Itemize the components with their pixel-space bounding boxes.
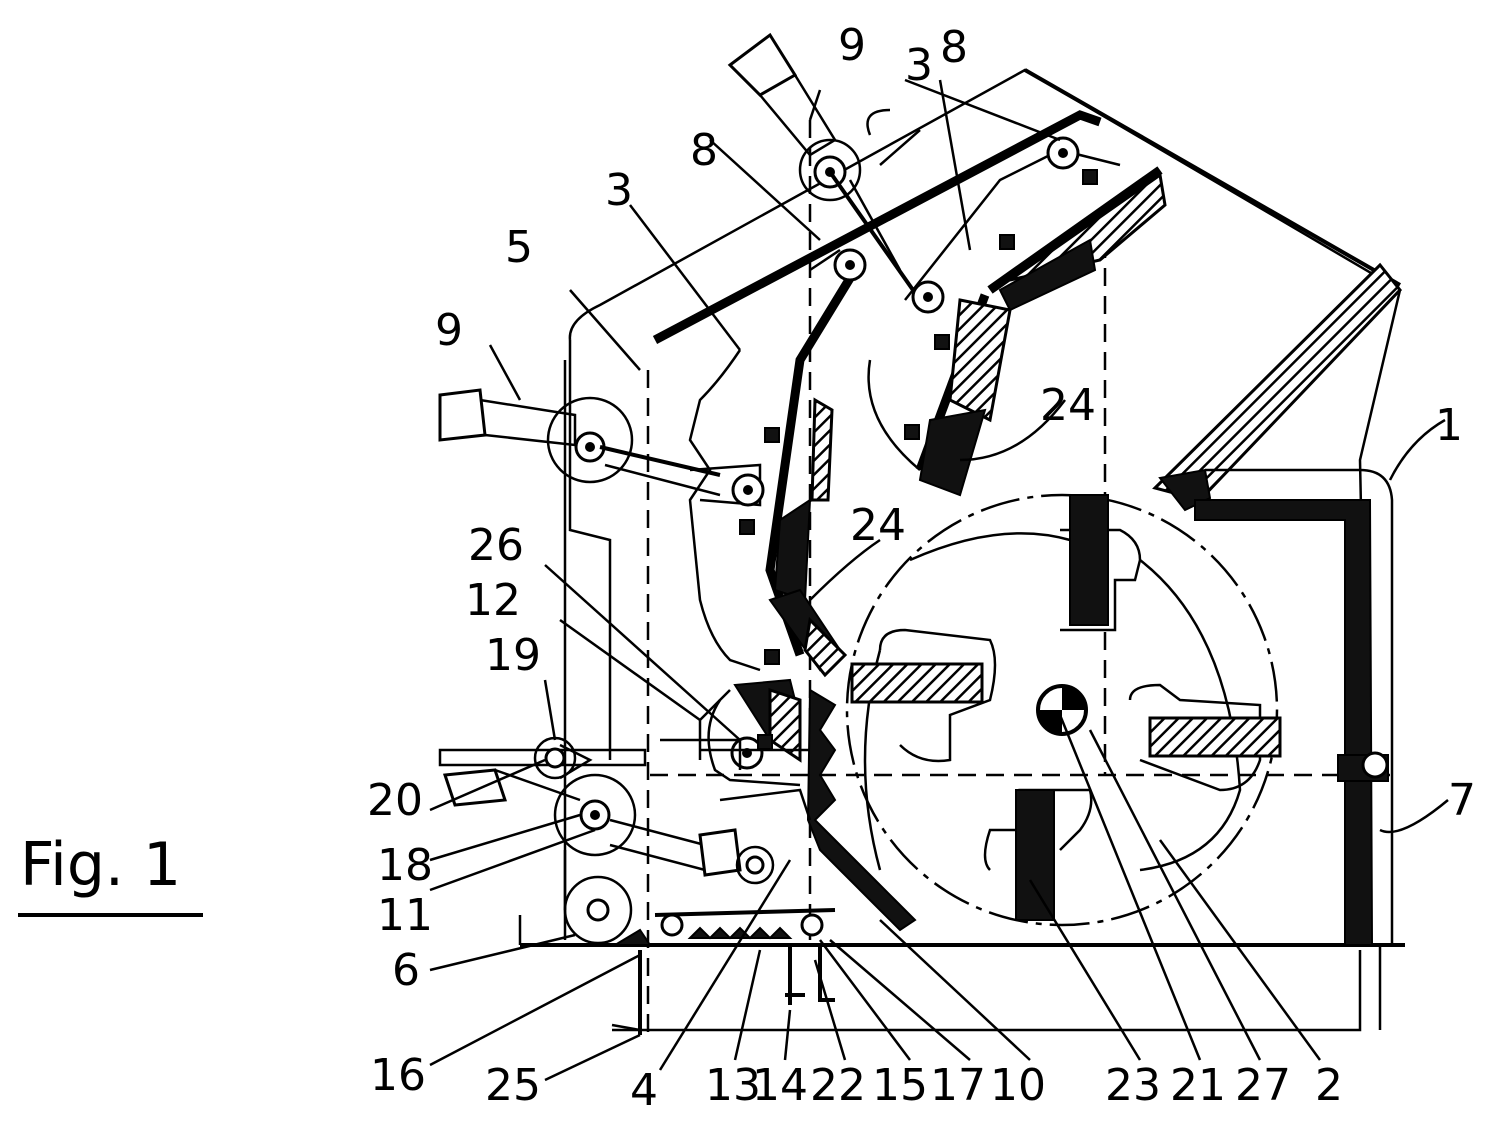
rotor [847, 495, 1280, 925]
blow-bar [852, 664, 982, 702]
label-16: 16 [370, 1050, 426, 1101]
label-18: 18 [377, 840, 433, 891]
figure-caption: Fig. 1 [18, 830, 203, 915]
blow-bar [1016, 790, 1054, 920]
left-adjuster [440, 390, 763, 505]
label-24-upper: 24 [1040, 380, 1096, 431]
label-1: 1 [1435, 400, 1463, 451]
label-3-left: 3 [605, 165, 633, 216]
figure-title: Fig. 1 [20, 830, 181, 900]
lower-impact-apron [690, 250, 865, 675]
label-17: 17 [930, 1060, 986, 1111]
housing [520, 70, 1405, 1040]
label-12: 12 [465, 575, 521, 626]
label-11: 11 [377, 890, 433, 941]
right-wall [1155, 265, 1400, 945]
label-10: 10 [990, 1060, 1046, 1111]
label-9-top: 9 [838, 20, 866, 71]
label-8-top: 8 [940, 22, 968, 73]
label-9-left: 9 [435, 305, 463, 356]
label-25: 25 [485, 1060, 541, 1111]
label-2: 2 [1315, 1060, 1343, 1111]
grinding-plate [700, 680, 915, 930]
label-22: 22 [810, 1060, 866, 1111]
label-6: 6 [392, 945, 420, 996]
label-23: 23 [1105, 1060, 1161, 1111]
label-19: 19 [485, 630, 541, 681]
reference-numerals: 1 2 3 3 4 5 6 7 8 8 9 9 10 11 12 13 14 1… [367, 20, 1476, 1116]
label-27: 27 [1235, 1060, 1291, 1111]
label-7: 7 [1448, 775, 1476, 826]
label-21: 21 [1170, 1060, 1226, 1111]
label-8-left: 8 [690, 125, 718, 176]
label-5: 5 [505, 222, 533, 273]
label-24-lower: 24 [850, 500, 906, 551]
label-14: 14 [752, 1060, 808, 1111]
label-15: 15 [872, 1060, 928, 1111]
upper-impact-apron [869, 138, 1165, 495]
label-4: 4 [630, 1065, 658, 1116]
label-26: 26 [468, 520, 524, 571]
blow-bar [1070, 495, 1108, 625]
label-3-top: 3 [905, 40, 933, 91]
label-20: 20 [367, 775, 423, 826]
blow-bar [1150, 718, 1280, 756]
bottom-grate [655, 910, 835, 1005]
